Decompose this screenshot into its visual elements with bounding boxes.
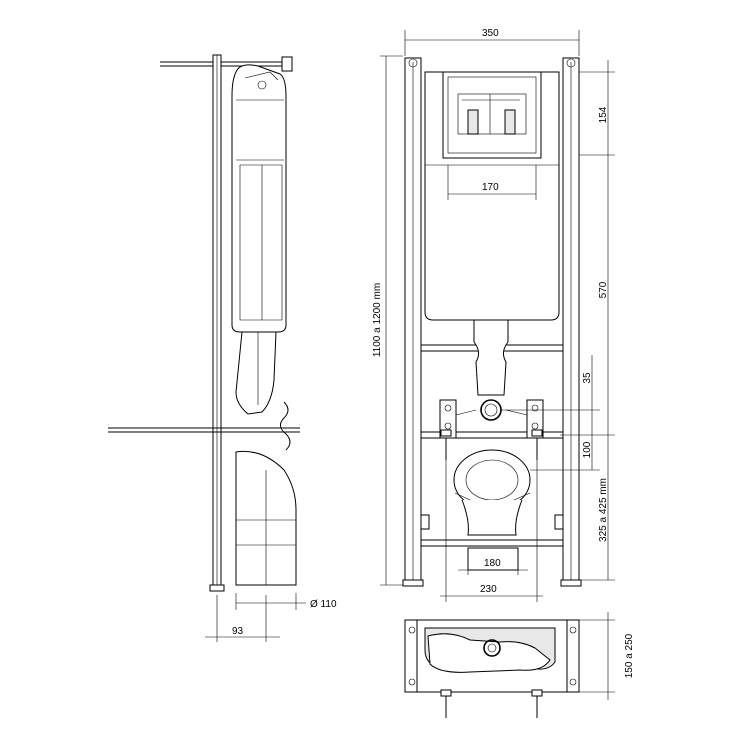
frame-post-icon (212, 54, 222, 586)
outlet-pipe-front-icon (473, 319, 509, 421)
width-230-label: 230 (480, 584, 497, 595)
frame-foot-icon (209, 584, 225, 592)
depth-93-label: 93 (232, 626, 244, 637)
side-clip-left-icon (420, 514, 430, 530)
side-view: Ø 110 93 (108, 54, 337, 642)
range-325-425-label: 325 a 425 mm (598, 478, 609, 542)
height-154-label: 154 (598, 106, 609, 123)
frame-icon (402, 57, 582, 587)
mounting-bracket-icon (439, 399, 544, 460)
range-1100-1200-label: 1100 a 1200 mm (372, 283, 383, 357)
diameter-110-label: Ø 110 (310, 599, 337, 610)
top-view: 150 a 250 (404, 612, 635, 718)
width-350-label: 350 (482, 28, 499, 39)
side-clip-right-icon (554, 514, 564, 530)
drain-bend-icon (235, 450, 297, 586)
width-180-label: 180 (484, 558, 501, 569)
height-35-label: 35 (582, 372, 593, 384)
outlet-pipe-icon (235, 331, 277, 415)
width-170-label: 170 (482, 182, 499, 193)
height-100-label: 100 (582, 441, 593, 458)
drain-bend-front-icon (453, 449, 531, 536)
cistern-icon (231, 64, 287, 333)
top-anchor-rod-icon (160, 56, 293, 72)
height-570-label: 570 (598, 281, 609, 298)
front-view: 350 170 180 230 154 570 35 100 325 a 425 (372, 28, 615, 602)
lower-anchor-rod-icon (108, 401, 300, 451)
flush-button-plate-icon (442, 71, 542, 159)
range-150-250-label: 150 a 250 (624, 633, 635, 678)
